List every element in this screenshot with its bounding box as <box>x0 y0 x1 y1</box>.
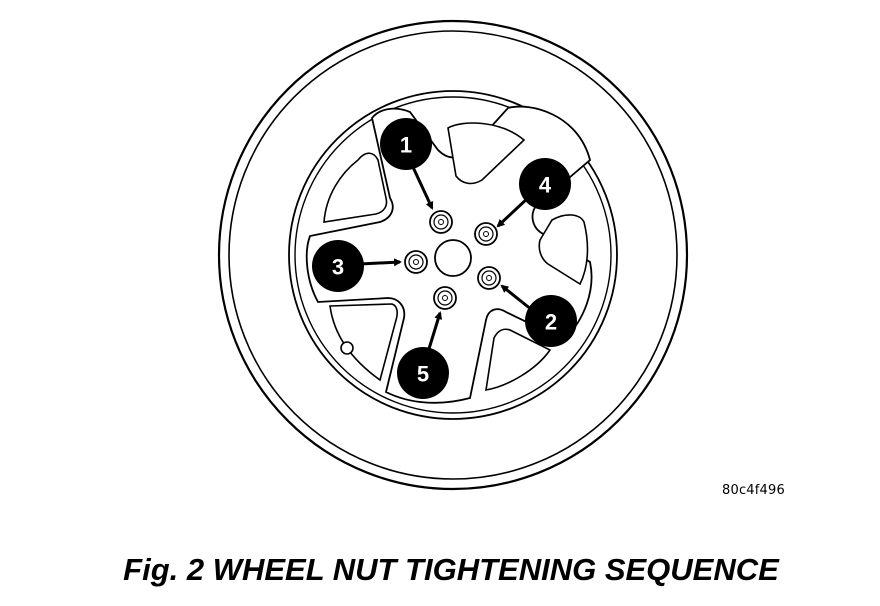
center-hub <box>434 239 472 277</box>
lug-nut-3 <box>404 250 428 274</box>
sequence-badge-2: 2 <box>525 295 577 347</box>
wheel-window-top <box>447 122 526 185</box>
svg-text:1: 1 <box>400 133 412 158</box>
wheel-window-bottom-right <box>485 328 552 391</box>
arrow-1 <box>410 164 434 210</box>
lug-nut-4 <box>474 222 498 246</box>
sequence-badge-4: 4 <box>519 158 571 210</box>
lug-nut-1 <box>429 210 453 234</box>
arrow-2 <box>500 284 533 312</box>
wheel-window-left <box>323 152 388 223</box>
reference-code: 80c4f496 <box>722 483 785 498</box>
arrow-5 <box>426 311 443 353</box>
wheel-window-right <box>538 214 589 286</box>
rim-inner-edge <box>294 96 612 414</box>
figure-caption: Fig. 2 WHEEL NUT TIGHTENING SEQUENCE <box>123 552 779 587</box>
svg-text:3: 3 <box>332 255 344 280</box>
valve-stem <box>340 341 354 355</box>
tire-inner-edge <box>228 30 678 480</box>
arrow-3 <box>359 258 402 267</box>
svg-text:2: 2 <box>545 310 557 335</box>
wheel-window-bottom-left <box>329 303 398 382</box>
arrow-4 <box>496 194 532 228</box>
figure-caption-wrapper: Fig. 2 WHEEL NUT TIGHTENING SEQUENCE <box>0 552 880 588</box>
sequence-badge-1: 1 <box>380 118 432 170</box>
lug-nut-5 <box>433 286 457 310</box>
sequence-badge-5: 5 <box>397 347 449 399</box>
lug-nut-2 <box>477 266 501 290</box>
svg-text:4: 4 <box>539 173 552 198</box>
sequence-badge-3: 3 <box>312 240 364 292</box>
svg-text:5: 5 <box>417 362 429 387</box>
